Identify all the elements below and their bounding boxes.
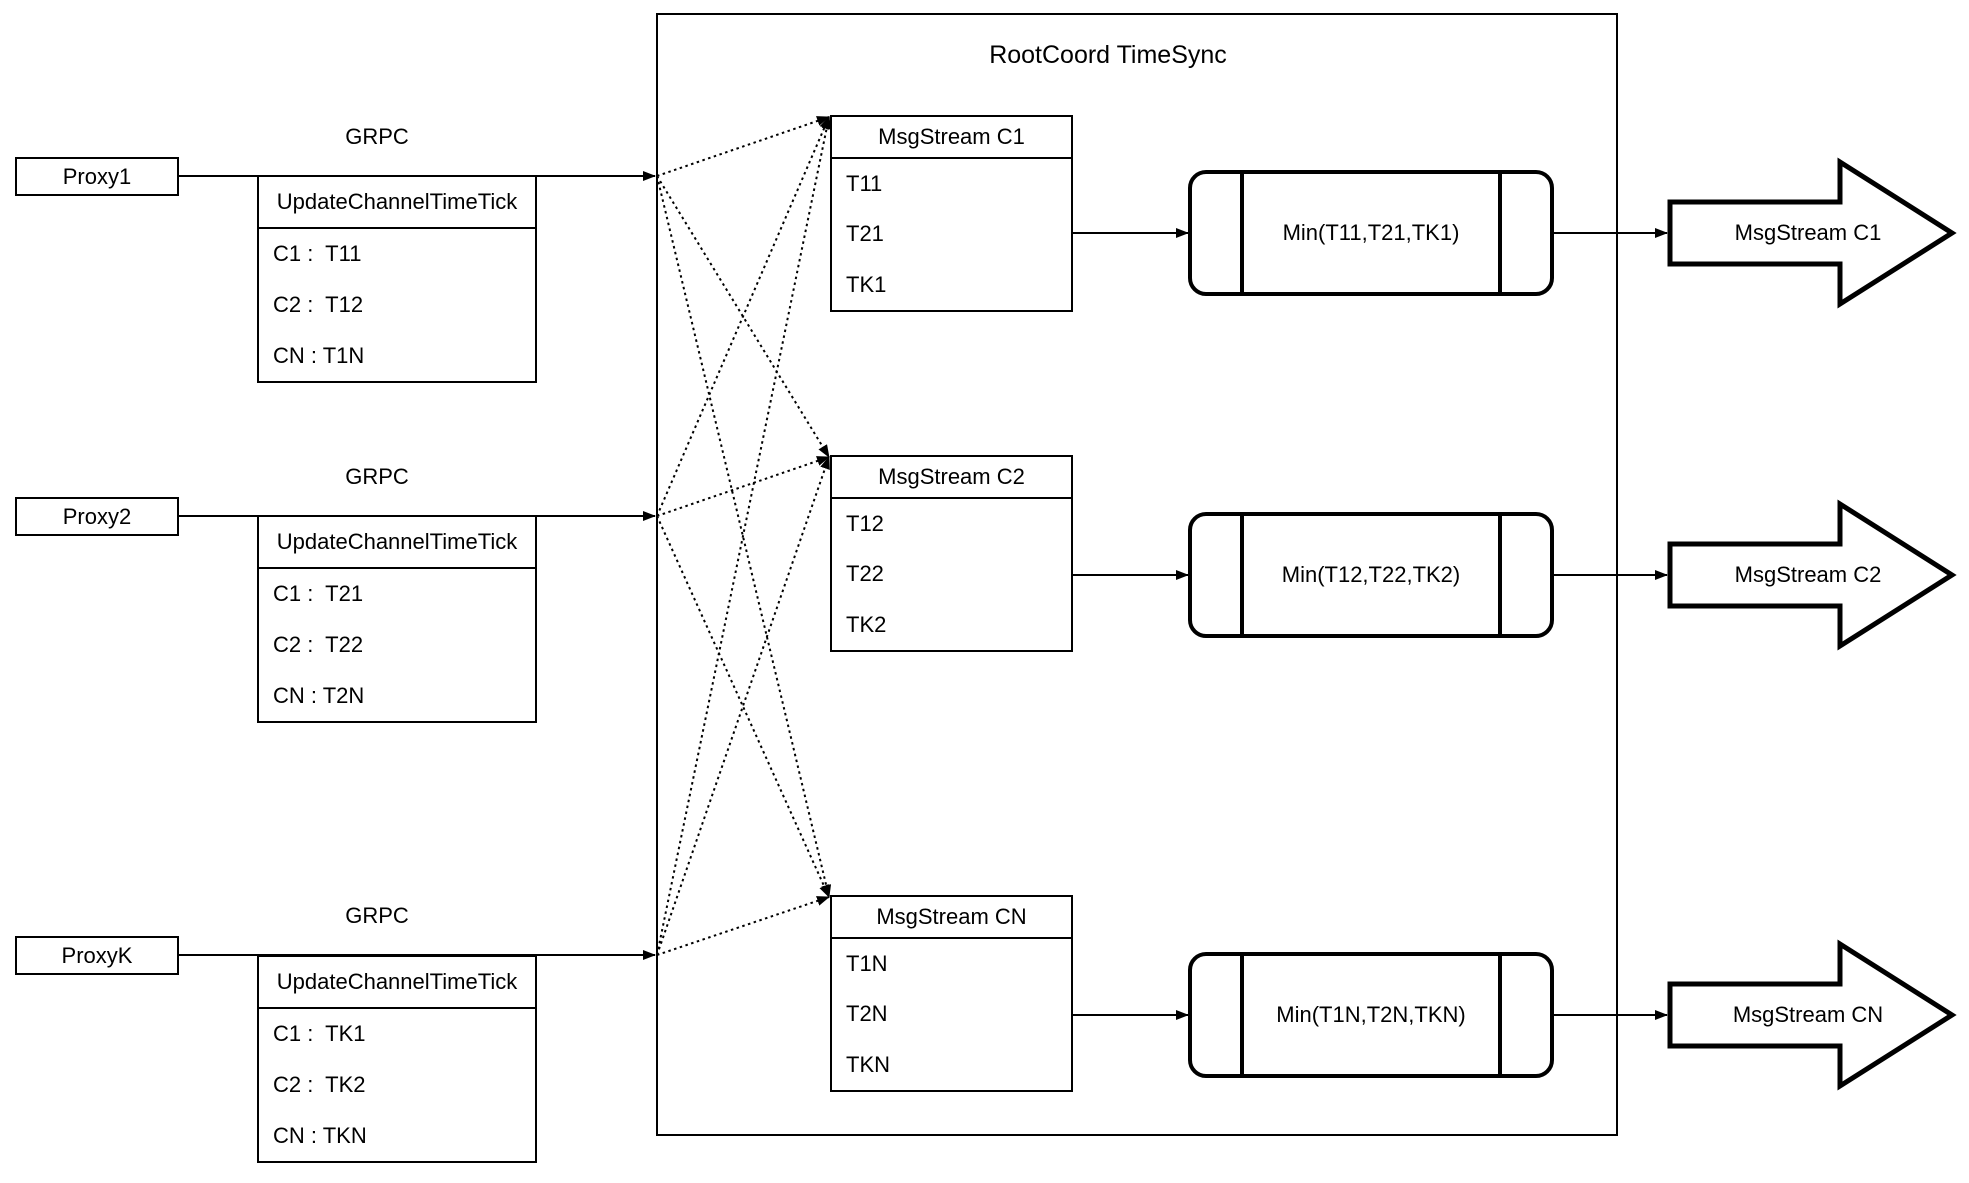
tick-row: T1N (846, 951, 888, 977)
tick-row: TK1 (846, 271, 887, 297)
msgstream-table-c1: MsgStream C1 T11 T21 TK1 (830, 115, 1073, 312)
output-arrow-shape-c2 (1667, 499, 1957, 651)
output-arrow-label-c1: MsgStream C1 (1734, 220, 1882, 245)
grpc-label-proxy2: GRPC (345, 464, 409, 489)
output-arrow-shape-c1 (1667, 157, 1957, 309)
min-label-cn: Min(T1N,T2N,TKN) (1276, 1002, 1466, 1027)
tick-row: T22 (846, 561, 884, 587)
timetick-row: C1 : TK1 (273, 1021, 366, 1047)
timetick-row: C2 : T12 (273, 292, 364, 317)
fanout-line-pk-c1 (656, 116, 832, 956)
min-label-c2: Min(T12,T22,TK2) (1281, 562, 1461, 587)
min-capsule-shape-c2 (1188, 512, 1554, 638)
proxy2-box: Proxy2 (15, 497, 179, 536)
rootcoord-title: RootCoord TimeSync (989, 40, 1227, 69)
tick-row: TK2 (846, 611, 887, 637)
tick-row: TKN (846, 1051, 890, 1077)
msgstream-table-title: MsgStream CN (832, 897, 1071, 939)
timetick-row: CN : TKN (273, 1122, 367, 1148)
fanout-line-p1-c1 (656, 116, 830, 177)
grpc-label-proxy1: GRPC (345, 124, 409, 149)
tick-row: T2N (846, 1001, 888, 1027)
timetick-table-header: UpdateChannelTimeTick (259, 177, 535, 229)
fanout-line-p2-cn (656, 515, 830, 898)
timetick-table-header: UpdateChannelTimeTick (259, 957, 535, 1009)
min-capsule-shape-c1 (1188, 170, 1554, 296)
timetick-fanout-lines (656, 116, 832, 956)
msgstream-table-c2: MsgStream C2 T12 T22 TK2 (830, 455, 1073, 652)
min-capsules (1188, 170, 1554, 1078)
proxy1-box: Proxy1 (15, 157, 179, 196)
output-arrow-label-cn: MsgStream CN (1732, 1002, 1884, 1027)
fanout-line-pk-c2 (656, 456, 830, 956)
msgstream-table-cn: MsgStream CN T1N T2N TKN (830, 895, 1073, 1092)
min-capsule-shape-cn (1188, 952, 1554, 1078)
msgstream-table-title: MsgStream C1 (832, 117, 1071, 159)
tick-row: T11 (846, 171, 883, 197)
timetick-row: C1 : T11 (273, 241, 362, 267)
timetick-table-proxy1: UpdateChannelTimeTick C1 : T11 C2 : T12 … (257, 175, 537, 383)
timetick-row: C1 : T21 (273, 581, 364, 607)
fanout-line-p2-c1 (656, 116, 830, 517)
grpc-label-proxyk: GRPC (345, 903, 409, 928)
fanout-line-p2-c2 (656, 456, 830, 517)
timetick-row: C2 : TK2 (273, 1072, 366, 1097)
timetick-row: C2 : T22 (273, 632, 364, 657)
timetick-table-header: UpdateChannelTimeTick (259, 517, 535, 569)
min-label-c1: Min(T11,T21,TK1) (1282, 220, 1460, 245)
fanout-line-pk-cn (656, 896, 830, 956)
timetick-table-proxyk: UpdateChannelTimeTick C1 : TK1 C2 : TK2 … (257, 955, 537, 1163)
tick-row: T12 (846, 511, 884, 537)
output-arrow-label-c2: MsgStream C2 (1734, 562, 1882, 587)
output-arrow-shape-cn (1667, 939, 1957, 1091)
timetick-row: CN : T1N (273, 342, 365, 368)
fanout-line-p1-c2 (656, 175, 830, 458)
proxyk-box: ProxyK (15, 936, 179, 975)
tick-row: T21 (846, 221, 884, 247)
timetick-row: CN : T2N (273, 682, 365, 708)
msgstream-table-title: MsgStream C2 (832, 457, 1071, 499)
output-arrows (1667, 157, 1957, 1091)
timetick-table-proxy2: UpdateChannelTimeTick C1 : T21 C2 : T22 … (257, 515, 537, 723)
